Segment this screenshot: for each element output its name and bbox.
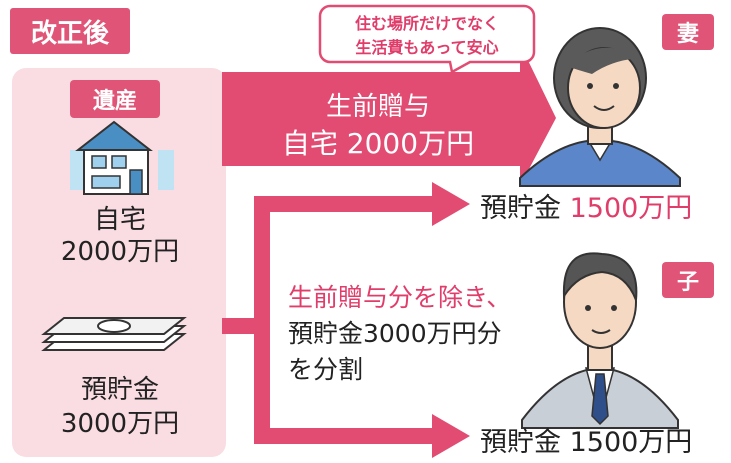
- bubble-line1: 住む場所だけでなく: [354, 14, 499, 33]
- child-result-name: 預貯金: [480, 427, 561, 458]
- savings-value: 3000万円: [60, 409, 180, 439]
- child-result: 預貯金 1500万円: [480, 420, 725, 459]
- split-note-line2: 預貯金3000万円分: [288, 319, 502, 348]
- money-stack-icon: [41, 317, 187, 351]
- gift-arrow-line2: 自宅 2000万円: [281, 127, 475, 160]
- child-result-value: 1500万円: [569, 427, 693, 458]
- header-tag: 改正後: [10, 8, 130, 54]
- split-note-line3: を分割: [288, 355, 364, 384]
- wife-result-name: 預貯金: [480, 193, 561, 224]
- house-name: 自宅: [93, 205, 146, 235]
- house-value: 2000万円: [60, 237, 180, 267]
- split-arrows: [222, 182, 470, 458]
- child-avatar: [521, 252, 679, 429]
- savings-name: 預貯金: [80, 375, 159, 405]
- bubble-line2: 生活費もあって安心: [355, 38, 499, 57]
- speech-bubble: [318, 4, 536, 74]
- estate-tag: 遺産: [70, 80, 160, 118]
- wife-tag: 妻: [662, 14, 714, 50]
- wife-result-value: 1500万円: [569, 193, 693, 224]
- wife-avatar: [519, 27, 681, 187]
- split-note-line1: 生前贈与分を除き、: [288, 283, 512, 312]
- house-icon: [70, 120, 174, 195]
- child-tag: 子: [662, 262, 714, 298]
- wife-result: 預貯金 1500万円: [480, 186, 725, 225]
- gift-arrow-line1: 生前贈与: [325, 92, 430, 122]
- gift-arrow: [222, 44, 556, 186]
